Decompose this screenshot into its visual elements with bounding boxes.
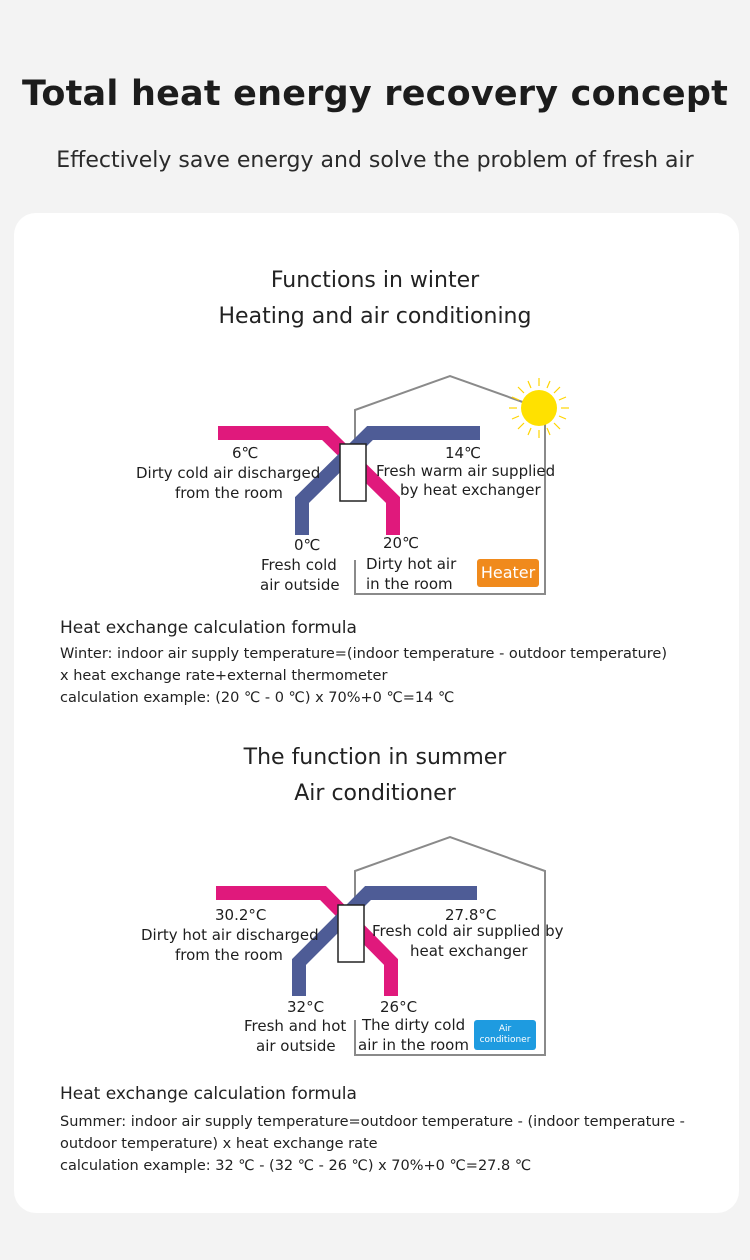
summer-formula-line-2: outdoor temperature) x heat exchange rat… <box>60 1136 378 1152</box>
winter-heading-1: Functions in winter <box>270 268 480 293</box>
summer-heading-1: The function in summer <box>243 745 507 770</box>
winter-supply-desc-1: Fresh warm air supplied <box>376 462 556 480</box>
winter-supply-desc-2: by heat exchanger <box>400 481 541 499</box>
summer-outdoor-temp: 32°C <box>287 998 325 1016</box>
winter-formula-line-2: x heat exchange rate+external thermomete… <box>60 668 388 684</box>
summer-exhaust-desc-2: from the room <box>175 946 283 964</box>
winter-exhaust-desc-1: Dirty cold air discharged <box>136 464 321 482</box>
summer-indoor-desc-1: The dirty cold <box>362 1016 466 1034</box>
summer-supply-desc-1: Fresh cold air supplied by <box>372 922 564 940</box>
summer-cold-duct <box>292 886 477 996</box>
summer-formula-line-3: calculation example: 32 ℃ - (32 ℃ - 26 ℃… <box>60 1158 532 1174</box>
summer-supply-desc-2: heat exchanger <box>410 942 528 960</box>
ac-badge-line-2: conditioner <box>479 1035 531 1045</box>
summer-heading-2: Air conditioner <box>294 781 456 806</box>
winter-outdoor-desc-2: air outside <box>260 576 340 594</box>
winter-outdoor-temp: 0℃ <box>294 536 321 554</box>
winter-heading-2: Heating and air conditioning <box>218 304 532 329</box>
summer-indoor-desc-2: air in the room <box>358 1036 469 1054</box>
summer-exhaust-desc-1: Dirty hot air discharged <box>141 926 319 944</box>
winter-formula-title: Heat exchange calculation formula <box>60 618 357 638</box>
winter-heat-exchanger <box>339 443 367 502</box>
winter-outdoor-desc-1: Fresh cold <box>261 556 337 574</box>
heater-badge: Heater <box>477 559 539 587</box>
winter-indoor-desc-2: in the room <box>366 575 453 593</box>
content-card <box>14 213 739 1213</box>
air-conditioner-badge: Air conditioner <box>474 1020 536 1050</box>
winter-supply-temp: 14℃ <box>445 444 481 462</box>
winter-exhaust-desc-2: from the room <box>175 484 283 502</box>
main-title: Total heat energy recovery concept <box>21 74 729 114</box>
summer-heat-exchanger <box>337 904 365 963</box>
summer-supply-temp: 27.8°C <box>445 906 497 924</box>
summer-house-outline <box>354 835 546 1056</box>
winter-indoor-temp: 20℃ <box>383 534 419 552</box>
subtitle: Effectively save energy and solve the pr… <box>56 148 694 173</box>
summer-indoor-temp: 26°C <box>380 998 418 1016</box>
winter-cold-duct <box>295 426 480 535</box>
sun-core <box>521 390 557 426</box>
summer-outdoor-desc-2: air outside <box>256 1037 336 1055</box>
winter-formula-line-1: Winter: indoor air supply temperature=(i… <box>60 646 667 662</box>
sun-icon <box>509 378 569 438</box>
summer-formula-line-1: Summer: indoor air supply temperature=ou… <box>60 1114 685 1130</box>
ac-badge-line-1: Air <box>498 1024 512 1034</box>
winter-formula-line-3: calculation example: (20 ℃ - 0 ℃) x 70%+… <box>60 690 455 706</box>
summer-exhaust-temp: 30.2°C <box>215 906 267 924</box>
winter-indoor-desc-1: Dirty hot air <box>366 555 457 573</box>
winter-exhaust-temp: 6℃ <box>232 444 259 462</box>
summer-outdoor-desc-1: Fresh and hot <box>244 1017 347 1035</box>
summer-formula-title: Heat exchange calculation formula <box>60 1084 357 1104</box>
